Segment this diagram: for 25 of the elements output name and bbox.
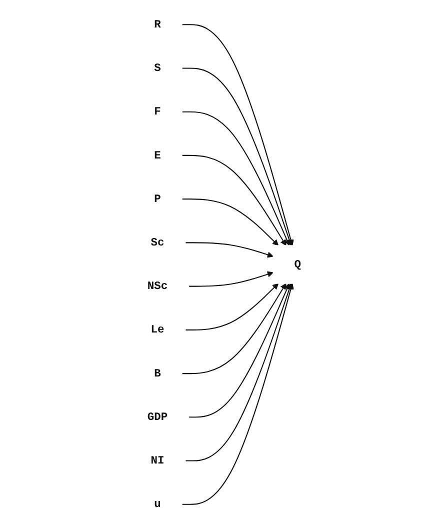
- arrow: [185, 283, 278, 330]
- node-text: P: [154, 192, 161, 206]
- node-text: E: [154, 149, 161, 162]
- arrow: [182, 198, 278, 246]
- node-text: u: [154, 498, 161, 511]
- node-text: Sc: [150, 236, 164, 250]
- node-text: NI: [150, 454, 164, 468]
- arrow: [182, 154, 286, 246]
- node-text: GDP: [147, 410, 168, 424]
- node-text: B: [154, 367, 161, 380]
- node-text: NSc: [147, 280, 168, 293]
- arrow: [182, 111, 290, 246]
- arrow: [182, 283, 286, 374]
- arrow: [188, 283, 290, 418]
- node-text: Le: [150, 324, 164, 336]
- arrow: [182, 24, 294, 246]
- node-text: R: [154, 18, 161, 31]
- arrow: [188, 271, 274, 287]
- arrow: [182, 283, 294, 505]
- arrow: [182, 68, 292, 246]
- arrow: [185, 283, 292, 462]
- node-text: Q: [294, 258, 301, 271]
- node-text: S: [154, 62, 161, 75]
- arrow: [185, 242, 274, 258]
- node-text: F: [154, 106, 161, 118]
